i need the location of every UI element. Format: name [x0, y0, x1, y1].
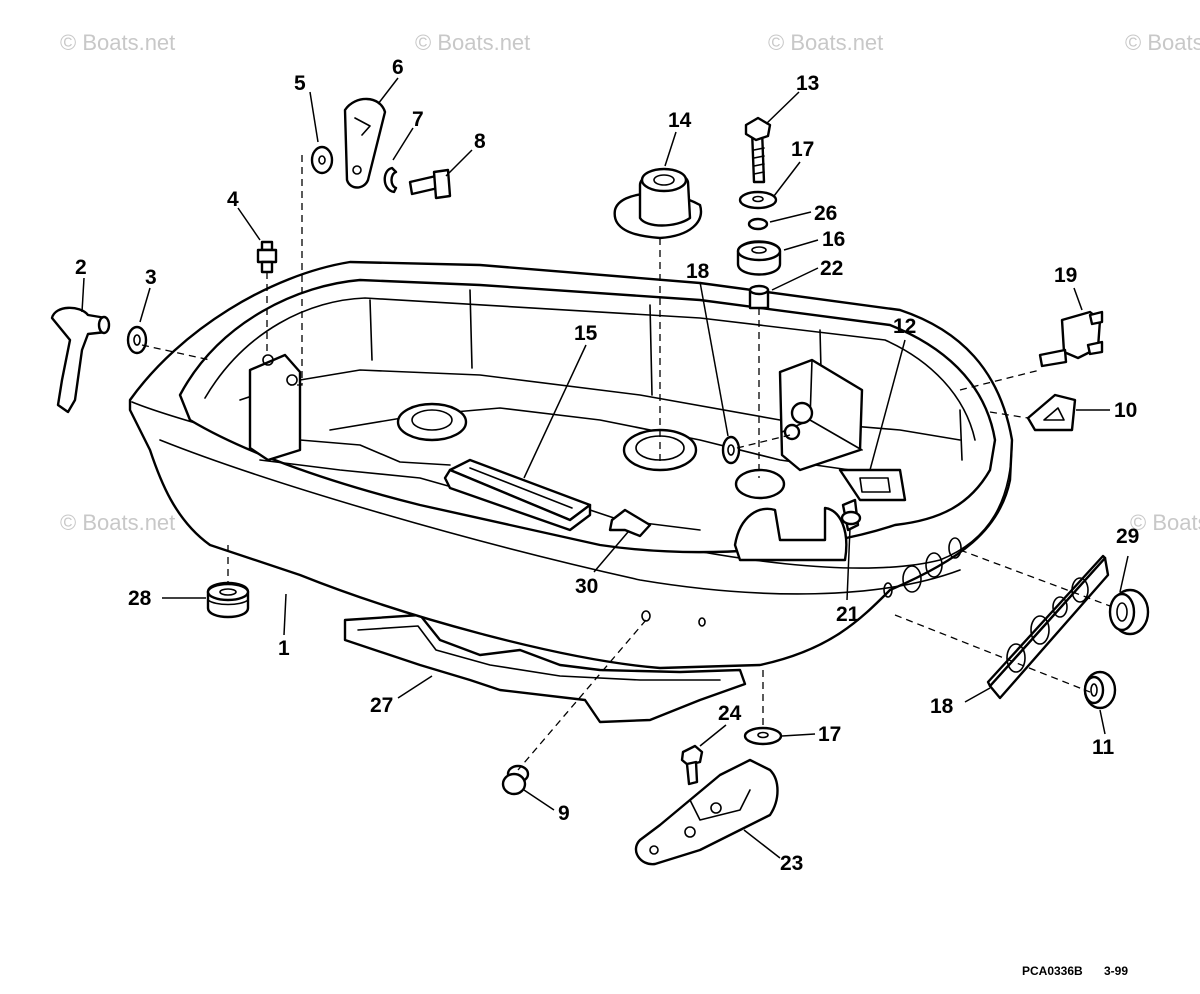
grommet-part-16: [736, 240, 782, 276]
callout-13: 13: [796, 72, 819, 95]
washer-part-26: [747, 217, 769, 231]
grommet-part-11: [1083, 670, 1117, 710]
plug-part-9: [501, 764, 530, 796]
callout-7: 7: [412, 108, 424, 131]
callout-21: 21: [836, 603, 860, 626]
callout-11: 11: [1092, 736, 1115, 759]
clip-part-30: [608, 508, 652, 538]
watermark: © Boats.net: [415, 30, 530, 55]
callout-3: 3: [145, 266, 157, 289]
callout-27: 27: [370, 694, 393, 717]
callout-6: 6: [392, 56, 404, 79]
callout-9: 9: [558, 802, 570, 825]
callout-29: 29: [1116, 525, 1139, 548]
washer-part-17-lower: [743, 726, 783, 746]
leader-lines: [81, 77, 1129, 859]
grommet-part-29: [1108, 588, 1150, 636]
washer-part-18-inner: [721, 435, 741, 465]
watermark: © Boats.net: [60, 30, 175, 55]
callout-14: 14: [668, 109, 692, 132]
callout-19: 19: [1054, 264, 1077, 287]
callout-28: 28: [128, 587, 152, 610]
fitting-part-19: [1038, 310, 1104, 368]
sleeve-part-22: [748, 284, 770, 310]
callout-22: 22: [820, 257, 843, 280]
retaining-ring-part-7: [383, 166, 398, 194]
callout-23: 23: [780, 852, 803, 875]
callout-2: 2: [75, 256, 87, 279]
screw-part-21: [840, 498, 862, 532]
callout-labels: 5 6 7 8 4 2 3 13 14 17 26 16 22 18 15 19…: [75, 56, 1139, 875]
fitting-part-4: [256, 240, 278, 274]
latch-part-6: [343, 97, 387, 189]
callout-5: 5: [294, 72, 306, 95]
watermark: © Boats.net: [1130, 510, 1200, 535]
callout-16: 16: [822, 228, 845, 251]
grommet-part-14: [613, 167, 703, 240]
callout-24: 24: [718, 702, 742, 725]
screw-part-8: [408, 168, 452, 200]
assembly-lines: [141, 155, 1111, 771]
gasket-part-18: [986, 554, 1110, 700]
clip-part-10: [1026, 393, 1077, 432]
watermark: © Boats.net: [60, 510, 175, 535]
callout-30: 30: [575, 575, 598, 598]
callout-12: 12: [893, 315, 916, 338]
watermark: © Boats.net: [1125, 30, 1200, 55]
callout-10: 10: [1114, 399, 1137, 422]
grommet-part-28: [206, 581, 250, 619]
lower-motor-cover-part-1: [128, 260, 1014, 670]
drawing-date: 3-99: [1104, 964, 1128, 978]
callout-18-gasket: 18: [930, 695, 954, 718]
callout-1: 1: [278, 637, 290, 660]
callout-17-lower: 17: [818, 723, 841, 746]
watermark: © Boats.net: [768, 30, 883, 55]
drawing-code: PCA0336B: [1022, 964, 1083, 978]
bracket-part-12: [778, 358, 907, 502]
bracket-part-23: [634, 758, 779, 866]
washer-part-3: [126, 325, 148, 355]
callout-4: 4: [227, 188, 239, 211]
washer-part-5: [310, 145, 334, 175]
bolt-part-24: [680, 744, 704, 786]
lever-part-2: [50, 306, 111, 414]
callout-8: 8: [474, 130, 486, 153]
callout-26: 26: [814, 202, 837, 225]
callout-17-upper: 17: [791, 138, 814, 161]
pad-part-15: [443, 458, 592, 532]
washer-part-17-upper: [738, 190, 778, 210]
bottom-seal-part-27: [343, 613, 747, 724]
callout-18-inner: 18: [686, 260, 710, 283]
bolt-part-13: [744, 116, 772, 184]
callout-15: 15: [574, 322, 598, 345]
